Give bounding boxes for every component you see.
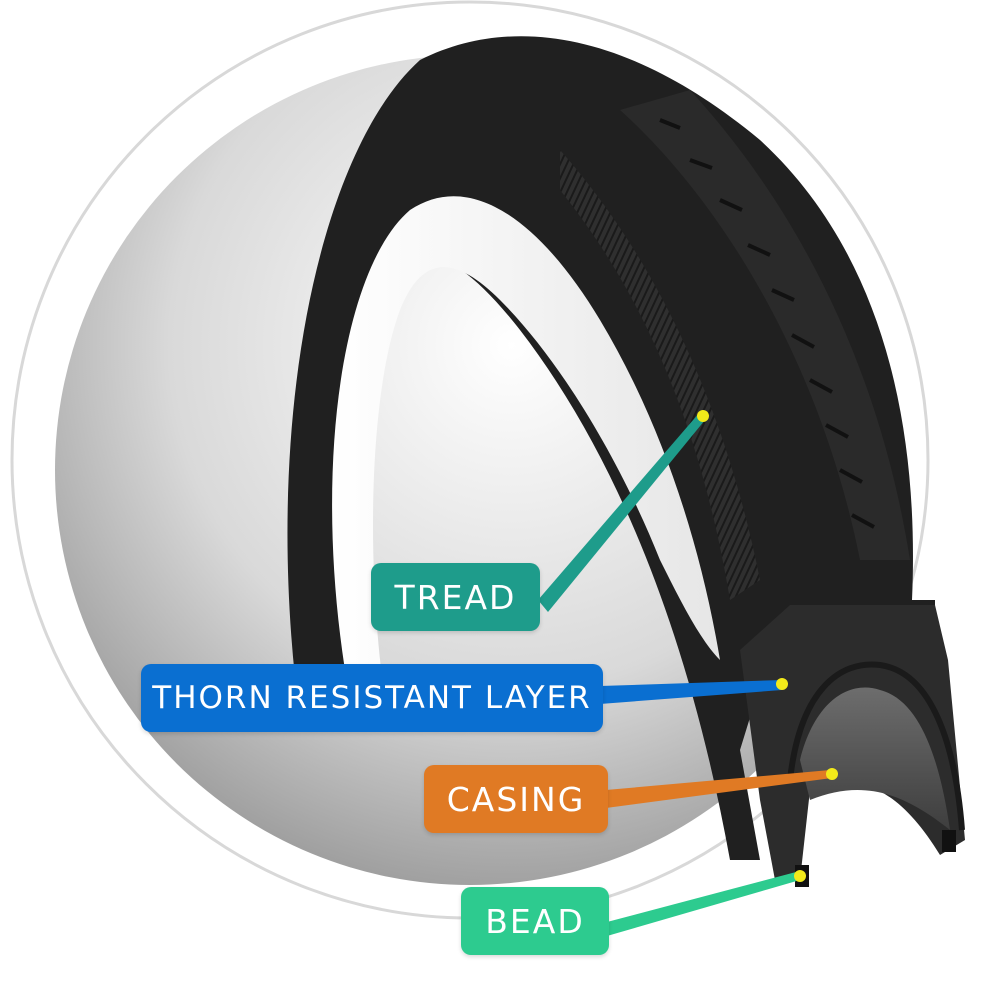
thorn-resistant-layer-label: THORN RESISTANT LAYER [141,664,603,732]
bead-end-right [942,830,956,852]
casing-label: CASING [424,765,608,833]
white-sidewall [332,196,720,700]
bead-leader [607,872,800,936]
cross-section-rim-line [787,661,965,831]
thorn-leader [600,680,782,704]
thorn-marker [776,678,788,690]
ribbed-band [560,150,760,600]
tread-chevrons [659,118,875,529]
casing-leader [606,770,832,808]
tread-label: TREAD [371,563,540,631]
casing-marker [826,768,838,780]
tread-leader [538,412,705,612]
cross-section-casing [800,687,950,830]
tread-strip [620,90,910,560]
tread-marker [697,410,709,422]
bead-marker [794,870,806,882]
bead-label: BEAD [461,887,609,955]
